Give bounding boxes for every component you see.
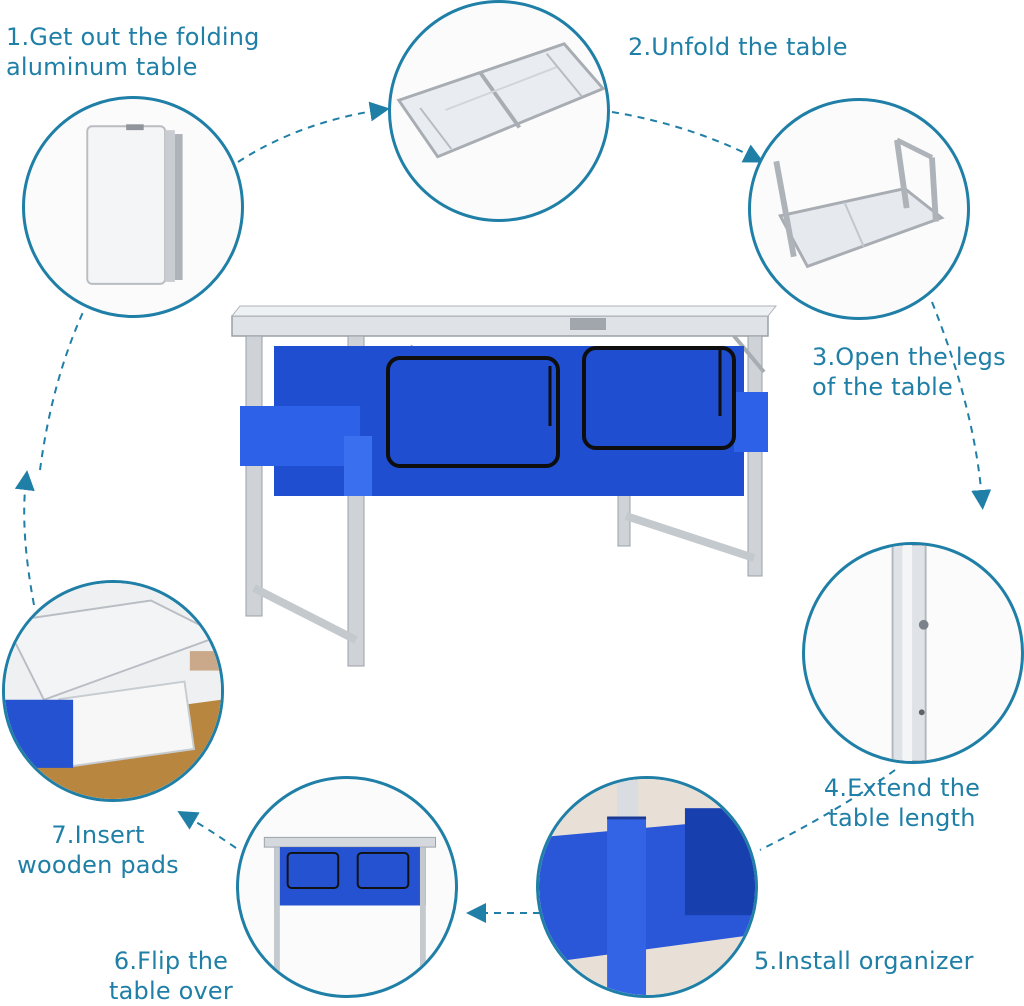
arrow-icon: [177, 810, 237, 849]
step-7-circle: [2, 580, 224, 802]
step-5-circle: [536, 776, 758, 998]
assembled-table-illustration: [230, 305, 778, 667]
step-3-label: 3.Open the legs of the table: [812, 343, 1006, 401]
step-4-label: 4.Extend the table length: [823, 774, 981, 832]
step-7-label: 7.Insert wooden pads: [17, 821, 179, 879]
step-4-circle: [802, 542, 1024, 764]
step-1-circle: [22, 96, 244, 318]
step-6-circle: [236, 776, 458, 998]
flipped-table-icon: [263, 836, 437, 974]
step-6-label: 6.Flip the table over: [109, 947, 233, 1005]
arrow-icon: [39, 309, 85, 471]
arrow-icon: [237, 101, 390, 163]
wooden-pad-icon: [5, 583, 221, 799]
organizer-install-icon: [539, 779, 755, 995]
open-legs-icon: [773, 137, 945, 269]
step-1-label: 1.Get out the folding aluminum table: [6, 23, 260, 81]
arrow-icon: [611, 111, 764, 163]
step-5-label: 5.Install organizer: [754, 947, 974, 975]
leg-extension-icon: [891, 545, 929, 761]
folded-table-icon: [86, 124, 183, 285]
step-2-label: 2.Unfold the table: [628, 33, 848, 61]
step-2-circle: [388, 0, 610, 222]
unfolded-table-icon: [396, 42, 606, 159]
step-3-circle: [748, 98, 970, 320]
